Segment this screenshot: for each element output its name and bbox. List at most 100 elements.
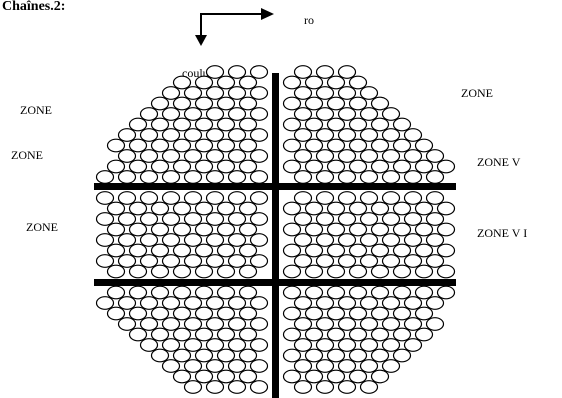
tube-hole [414,285,434,300]
tube-hole [414,201,434,216]
tube-hole [337,359,357,373]
tube-hole [139,149,159,163]
tube-hole [381,128,401,142]
tube-hole [348,159,368,174]
tube-hole [227,212,247,226]
tube-hole [172,327,192,342]
tube-hole [183,296,203,310]
tube-hole [359,296,379,310]
tube-hole [315,86,335,100]
tube-hole [128,222,148,237]
tube-hole [249,107,269,121]
tube-hole [117,233,137,247]
tube-hole [282,369,302,384]
tube-hole [205,317,225,331]
zone-label-right-vi: ZONE V I [477,226,527,240]
tube-hole [249,359,269,373]
tube-hole [139,212,159,226]
tube-hole [359,212,379,226]
tube-hole [161,128,181,142]
tube-hole [337,380,357,394]
tube-hole [172,348,192,363]
tube-hole [337,65,357,79]
tube-hole [359,191,379,205]
tube-hole [238,243,258,258]
tube-hole [425,296,445,310]
tube-hole [128,306,148,321]
tube-hole [326,348,346,363]
tube-hole [216,159,236,174]
tube-hole [348,369,368,384]
tube-hole [403,149,423,163]
tube-hole [216,348,236,363]
tube-hole [425,233,445,247]
tube-hole [128,264,148,279]
tube-hole [150,306,170,321]
tube-hole [370,327,390,342]
tube-hole [205,212,225,226]
tube-hole [304,285,324,300]
tube-hole [315,149,335,163]
tube-hole [216,75,236,90]
tube-hole [282,348,302,363]
tube-hole [326,243,346,258]
tube-hole [205,191,225,205]
tube-hole [326,264,346,279]
tube-hole [282,285,302,300]
tube-hole [425,170,445,184]
tube-hole [348,222,368,237]
tube-hole [425,149,445,163]
tube-hole [238,75,258,90]
tube-hole [282,243,302,258]
tube-hole [370,138,390,153]
tube-hole [117,149,137,163]
tube-hole [337,338,357,352]
tube-hole [304,201,324,216]
zone-label-right-v: ZONE V [477,155,521,169]
tube-hole [414,243,434,258]
tube-hole [216,243,236,258]
tube-hole [403,338,423,352]
tube-hole [381,212,401,226]
tube-hole [216,306,236,321]
tube-hole [161,233,181,247]
tube-hole [249,191,269,205]
tube-hole [315,359,335,373]
tube-hole [282,222,302,237]
tube-hole [392,159,412,174]
tube-hole [249,170,269,184]
tube-hole [282,264,302,279]
tube-hole [194,264,214,279]
tube-hole [227,65,247,79]
tube-hole [95,233,115,247]
tube-hole [227,317,247,331]
tube-hole [392,285,412,300]
tube-hole [95,296,115,310]
tube-hole [161,296,181,310]
tube-hole [403,233,423,247]
tube-hole [106,264,126,279]
tube-hole [249,380,269,394]
tube-hole [161,359,181,373]
tube-hole [205,128,225,142]
tube-hole [106,201,126,216]
tube-hole [238,306,258,321]
tube-hole [117,254,137,268]
tube-hole [139,170,159,184]
tube-hole [183,191,203,205]
tube-hole [359,338,379,352]
tube-hole [337,149,357,163]
tube-hole [238,159,258,174]
tube-hole [205,359,225,373]
tube-hole [348,243,368,258]
tube-hole [392,117,412,132]
tube-hole [370,159,390,174]
tube-hole [128,138,148,153]
tube-hole [293,65,313,79]
tube-hole [326,159,346,174]
tube-hole [315,233,335,247]
tube-hole [315,317,335,331]
tube-hole [403,296,423,310]
partition-bars [94,73,456,398]
tube-hole [403,170,423,184]
